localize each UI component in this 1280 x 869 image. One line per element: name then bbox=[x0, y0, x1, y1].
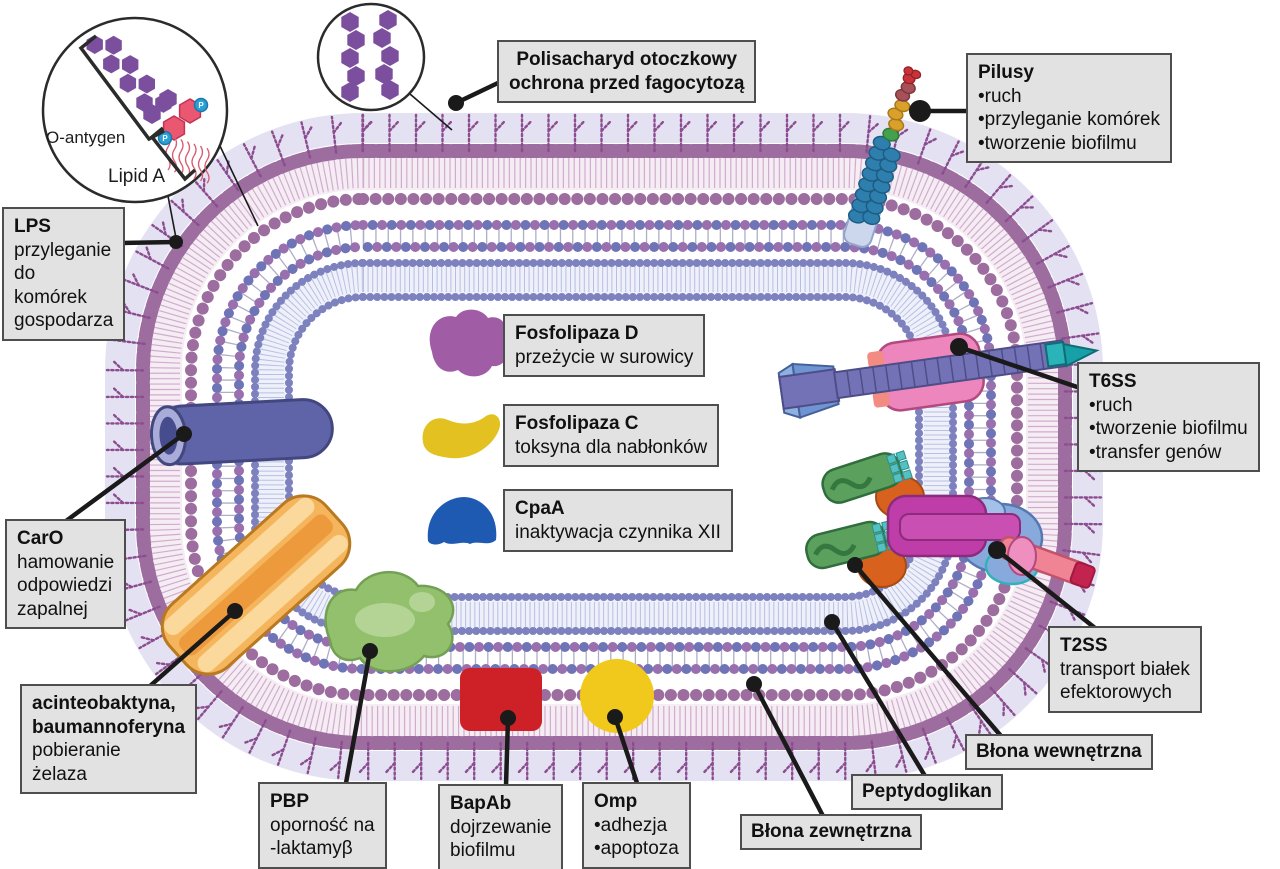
label-bapab: BapAb dojrzewanie biofilmu bbox=[438, 784, 564, 869]
label-pbp: PBP oporność na -laktamyβ bbox=[258, 782, 387, 869]
o-antygen-label: O-antygen bbox=[46, 128, 126, 147]
phosphate-p-label: P bbox=[198, 101, 204, 110]
phosphate-p-label: P bbox=[162, 134, 168, 143]
label-t2ss: T2SS transport białek efektorowych bbox=[1048, 626, 1202, 713]
lps-inset-circle: P P bbox=[41, 16, 229, 204]
label-blona-wewnetrzna: Błona wewnętrzna bbox=[965, 734, 1153, 770]
t2ss-apparatus bbox=[805, 450, 1096, 589]
bapab-protein bbox=[460, 668, 542, 731]
label-t6ss: T6SS •ruch •tworzenie biofilmu •transfer… bbox=[1077, 362, 1260, 473]
fosfolipaza-d-blob bbox=[429, 309, 509, 377]
omp-porin bbox=[580, 659, 654, 733]
label-peptydoglikan: Peptydoglikan bbox=[851, 774, 1003, 810]
pilus bbox=[843, 66, 922, 248]
label-fosfolipaza-c: Fosfolipaza C toksyna dla nabłonków bbox=[503, 404, 720, 468]
label-polisacharyd: Polisacharyd otoczkowy ochrona przed fag… bbox=[497, 40, 757, 104]
siderophore-transporter-barrel bbox=[160, 494, 352, 676]
pbp-protein bbox=[324, 571, 455, 673]
label-omp: Omp •adhezja •apoptoza bbox=[582, 782, 691, 869]
capsule-inset-circle bbox=[316, 2, 426, 112]
label-caro: CarO hamowanie odpowiedzi zapalnej bbox=[5, 519, 127, 630]
label-fosfolipaza-d: Fosfolipaza D przeżycie w surowicy bbox=[503, 314, 706, 378]
lipid-a-label: Lipid A bbox=[108, 166, 166, 187]
inset-pointer-lines bbox=[167, 93, 453, 239]
label-blona-zewnetrzna: Błona zewnętrzna bbox=[740, 814, 923, 850]
label-lps: LPS przyleganie do komórek gospodarza bbox=[2, 207, 126, 341]
label-acinetobaktyna: acinteobaktyna, baumannoferyna pobierani… bbox=[20, 684, 198, 795]
leader-dots bbox=[169, 95, 1006, 726]
label-cpaa: CpaA inaktywacja czynnika XII bbox=[503, 489, 733, 553]
fosfolipaza-c-blob bbox=[422, 414, 501, 459]
label-pilusy: Pilusy •ruch •przyleganie komórek •tworz… bbox=[966, 53, 1172, 164]
lipid-a-bracket bbox=[149, 126, 197, 182]
cpaa-blob bbox=[427, 497, 497, 545]
leader-lines bbox=[63, 79, 1098, 819]
